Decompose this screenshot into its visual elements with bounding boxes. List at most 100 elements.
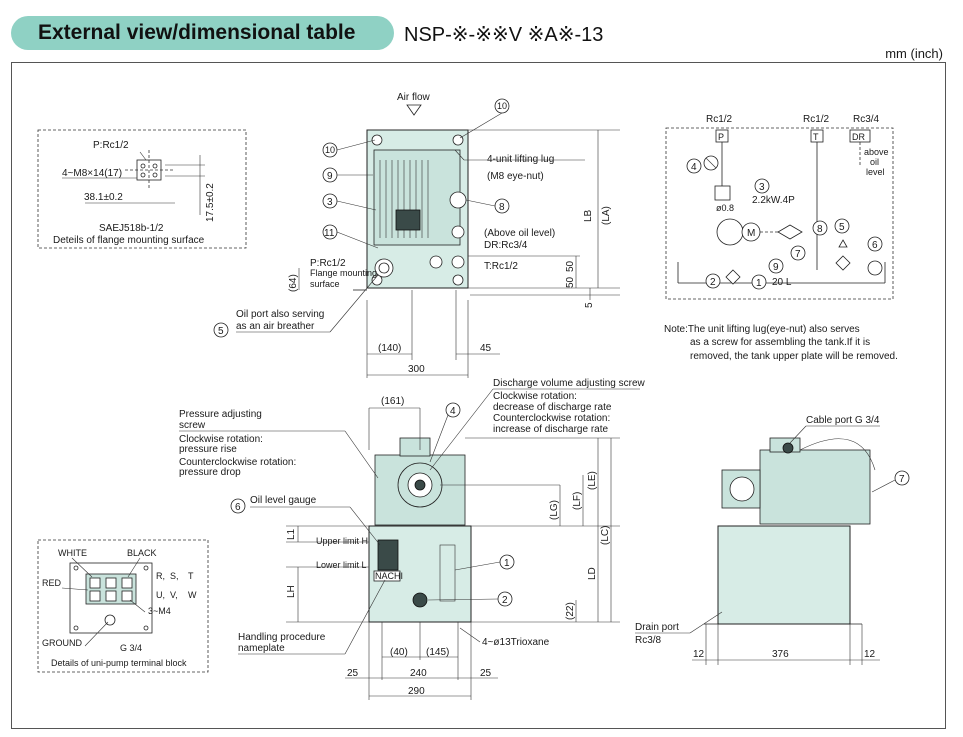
dim-25b: 25 — [480, 668, 492, 679]
svg-text:10: 10 — [497, 101, 507, 111]
d-ccw-text: increase of discharge rate — [493, 424, 609, 435]
p-ccw: Counterclockwise rotation: — [179, 457, 296, 468]
filler-cap — [449, 191, 467, 209]
dim-161: (161) — [381, 396, 404, 407]
dim-45: 45 — [480, 343, 492, 354]
dim-5: 5 — [584, 302, 595, 308]
dr-port-label: DR:Rc3/4 — [484, 240, 528, 251]
drain-plug — [412, 592, 428, 608]
side-view: 12 376 12 Cable port G 3/4 7 Drain port … — [635, 415, 910, 665]
svg-text:1: 1 — [504, 558, 510, 569]
dim-290: 290 — [408, 686, 425, 697]
note-line-2: as a screw for assembling the tank.If it… — [690, 337, 870, 348]
pump-symbol-icon — [716, 218, 744, 246]
lifting-lug-label: 4-unit lifting lug — [487, 154, 554, 165]
dim-145: (145) — [426, 647, 449, 658]
circuit-dr-port: Rc3/4 — [853, 114, 880, 125]
svg-text:4: 4 — [450, 406, 456, 417]
oil-port-label-1: Oil port also serving — [236, 309, 324, 320]
svg-text:5: 5 — [839, 222, 845, 233]
d-ccw: Counterclockwise rotation: — [493, 413, 610, 424]
p-cw-text: pressure rise — [179, 444, 237, 455]
flange-detail-box — [37, 129, 247, 249]
upper-limit: Upper limit H — [316, 536, 368, 546]
svg-text:7: 7 — [795, 249, 801, 260]
relief-valve-icon — [777, 224, 803, 240]
terminal-s: S, — [170, 571, 179, 581]
d-cw: Clockwise rotation: — [493, 391, 577, 402]
discharge-screw: Discharge volume adjusting screw — [493, 378, 646, 389]
header-pill — [11, 16, 394, 50]
flange-caption: Deteils of flange mounting surface — [53, 235, 205, 246]
svg-text:5: 5 — [218, 326, 224, 337]
terminal-ground: GROUND — [42, 638, 82, 648]
dim-l1: L1 — [286, 528, 297, 540]
note-line-1: Note:The unit lifting lug(eye-nut) also … — [664, 324, 860, 335]
svg-text:10: 10 — [325, 145, 335, 155]
dim-50a: 50 — [565, 260, 576, 272]
circuit-box — [665, 127, 894, 300]
top-p-port: P:Rc1/2 — [310, 258, 346, 269]
dim-lh: LH — [286, 585, 297, 598]
svg-text:6: 6 — [235, 502, 241, 513]
flange-dim-h: 38.1±0.2 — [84, 192, 123, 203]
dim-40: (40) — [390, 647, 408, 658]
filter-icon — [835, 255, 851, 271]
oil-level-gauge-label: Oil level gauge — [250, 495, 317, 506]
eye-nut-label: (M8 eye-nut) — [487, 171, 544, 182]
level-gauge-icon — [867, 260, 883, 276]
flange-standard: SAEJ518b-1/2 — [99, 223, 164, 234]
dim-140: (140) — [378, 343, 401, 354]
p-ccw-text: pressure drop — [179, 467, 241, 478]
terminal-red: RED — [42, 578, 62, 588]
svg-text:7: 7 — [899, 474, 905, 485]
pressure-adjusting-2: screw — [179, 420, 206, 431]
svg-text:9: 9 — [773, 262, 779, 273]
drain-port-label-2: Rc3/8 — [635, 635, 662, 646]
terminal-m4: 3~M4 — [148, 606, 171, 616]
circuit-above: above — [864, 147, 889, 157]
handling-2: nameplate — [238, 643, 285, 654]
above-oil-label: (Above oil level) — [484, 228, 555, 239]
dim-lb: LB — [583, 209, 594, 222]
dim-22: (22) — [565, 602, 576, 620]
dim-376: 376 — [772, 649, 789, 660]
front-view: NACHI (161) (LG) (LF) (LE) (LC) LD (22) … — [179, 378, 646, 700]
flange-port-label: P:Rc1/2 — [93, 140, 129, 151]
oil-level-gauge-window — [377, 539, 399, 571]
mounting-holes-label: 4~ø13Trioxane — [482, 637, 550, 648]
circuit-level: level — [866, 167, 885, 177]
dim-12a: 12 — [693, 649, 705, 660]
p-cw: Clockwise rotation: — [179, 434, 263, 445]
side-view-motor — [759, 449, 871, 525]
side-view-tank — [717, 525, 851, 625]
terminal-v: V, — [170, 590, 178, 600]
terminal-detail-box — [37, 539, 209, 673]
circuit-t-port: Rc1/2 — [803, 114, 830, 125]
dim-lf: (LF) — [572, 492, 583, 510]
dim-64: (64) — [288, 274, 299, 292]
svg-text:P: P — [718, 132, 724, 142]
svg-text:9: 9 — [327, 171, 333, 182]
flange-dim-v: 17.5±0.2 — [205, 183, 216, 222]
nachi-nameplate: NACHI — [375, 571, 403, 581]
svg-text:8: 8 — [817, 224, 823, 235]
drawing-frame — [11, 62, 946, 729]
svg-text:DR: DR — [852, 132, 865, 142]
handling-1: Handling procedure — [238, 632, 326, 643]
dim-lg: (LG) — [549, 500, 560, 520]
dim-lc: (LC) — [600, 526, 611, 545]
top-callouts: 10 9 3 11 10 8 5 — [213, 98, 510, 338]
dim-50b: 50 — [565, 276, 576, 288]
svg-text:8: 8 — [499, 202, 505, 213]
unit-label: mm (inch) — [885, 46, 943, 61]
dim-12b: 12 — [864, 649, 876, 660]
air-flow-label: Air flow — [397, 92, 431, 103]
flange-surface-label-2: surface — [310, 279, 340, 289]
terminal-u: U, — [156, 590, 165, 600]
terminal-black: BLACK — [127, 548, 157, 558]
terminal-white: WHITE — [58, 548, 87, 558]
page-title: External view/dimensional table — [38, 21, 356, 44]
oil-port-label-2: as an air breather — [236, 321, 315, 332]
svg-text:6: 6 — [872, 240, 878, 251]
